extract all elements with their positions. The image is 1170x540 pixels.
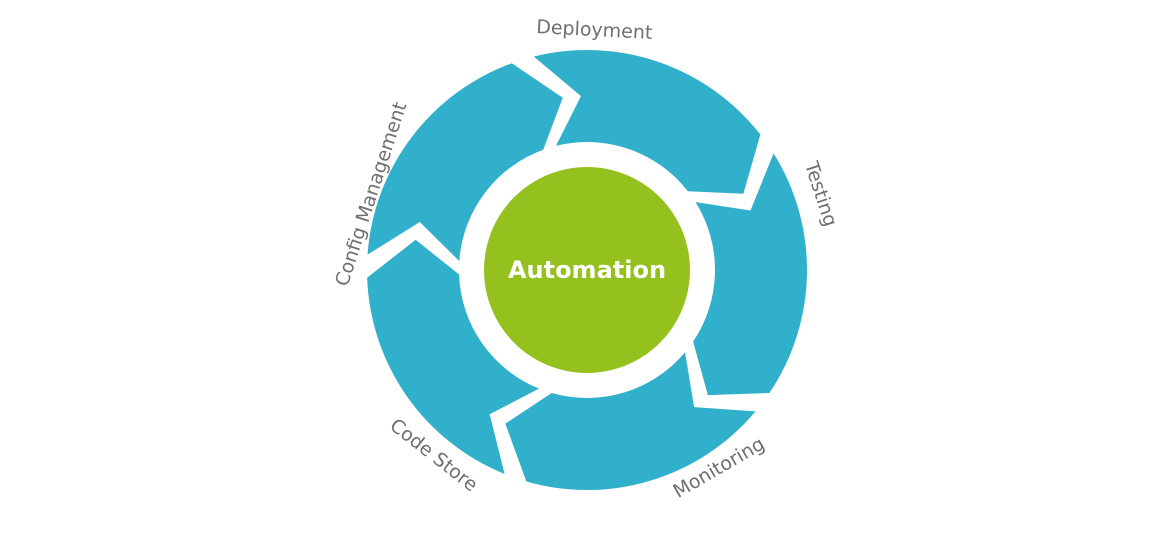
cycle-arrow-segment (367, 63, 563, 262)
cycle-arrow-segment (693, 153, 807, 396)
cycle-arrow-segment (505, 352, 756, 491)
step-label-testing: Testing (800, 158, 842, 229)
cycle-arrow-segment (533, 49, 761, 194)
step-label-deployment: Deployment (536, 16, 653, 44)
automation-label: Automation (508, 256, 666, 284)
cycle-arrow-segment (367, 239, 540, 474)
automation-circle (484, 167, 690, 373)
